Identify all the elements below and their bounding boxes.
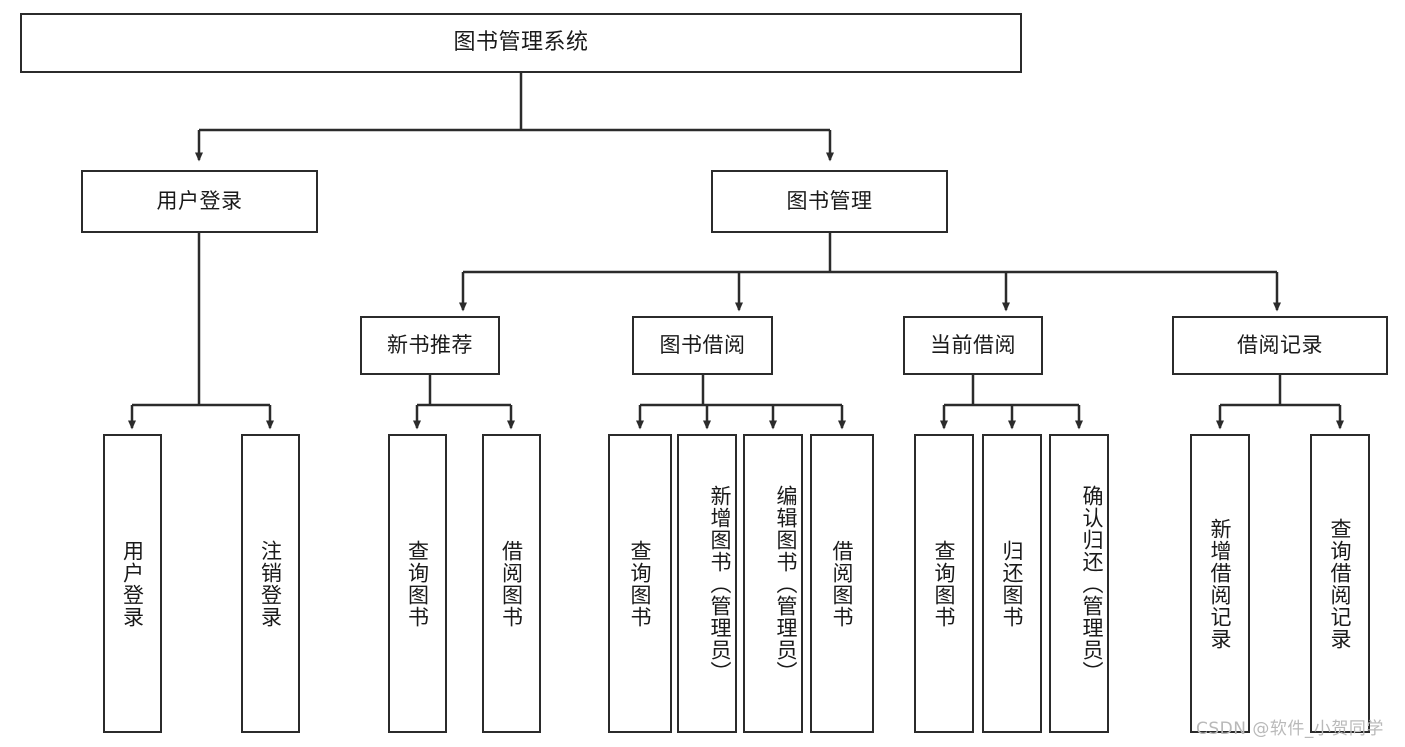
leaf-current-query-book[interactable]: 查询图书 <box>914 434 974 733</box>
leaf-record-add-borrow-record[interactable]: 新增借阅记录 <box>1190 434 1250 733</box>
leaf-label: 注销登录 <box>258 539 283 628</box>
leaf-new-book-query-book[interactable]: 查询图书 <box>388 434 447 733</box>
node-label: 用户登录 <box>156 188 243 213</box>
leaf-label: 查询图书 <box>628 539 652 628</box>
leaf-label: 用户登录 <box>120 539 145 628</box>
leaf-new-book-borrow-book[interactable]: 借阅图书 <box>482 434 541 733</box>
leaf-label: 借阅图书 <box>830 539 854 628</box>
leaf-borrow-borrow-book[interactable]: 借阅图书 <box>810 434 874 733</box>
leaf-current-confirm-return-admin[interactable]: 确认归还（管理员） <box>1049 434 1109 733</box>
node-borrow-record[interactable]: 借阅记录 <box>1172 316 1388 375</box>
node-label: 图书借阅 <box>659 332 746 357</box>
leaf-record-query-borrow-record[interactable]: 查询借阅记录 <box>1310 434 1370 733</box>
node-label: 新书推荐 <box>387 332 473 357</box>
watermark: CSDN @软件_小贺同学 <box>1196 719 1384 739</box>
leaf-label: 新增图书（管理员） <box>708 484 732 683</box>
leaf-current-return-book[interactable]: 归还图书 <box>982 434 1042 733</box>
leaf-label: 查询图书 <box>405 539 430 628</box>
node-book-management[interactable]: 图书管理 <box>711 170 948 233</box>
leaf-label: 新增借阅记录 <box>1208 517 1232 650</box>
node-label: 图书管理系统 <box>453 29 589 55</box>
node-label: 借阅记录 <box>1237 332 1323 357</box>
leaf-label: 归还图书 <box>1000 539 1024 628</box>
node-user-login[interactable]: 用户登录 <box>81 170 318 233</box>
node-label: 图书管理 <box>786 188 873 213</box>
node-new-book-recommendation[interactable]: 新书推荐 <box>360 316 500 375</box>
leaf-label: 借阅图书 <box>499 539 524 628</box>
node-book-borrow[interactable]: 图书借阅 <box>632 316 773 375</box>
node-root-book-management-system[interactable]: 图书管理系统 <box>20 13 1022 73</box>
leaf-label: 编辑图书（管理员） <box>774 484 798 683</box>
leaf-borrow-edit-book-admin[interactable]: 编辑图书（管理员） <box>743 434 803 733</box>
node-label: 当前借阅 <box>930 332 1016 357</box>
node-current-borrow[interactable]: 当前借阅 <box>903 316 1043 375</box>
leaf-borrow-add-book-admin[interactable]: 新增图书（管理员） <box>677 434 737 733</box>
leaf-user-login-logout[interactable]: 注销登录 <box>241 434 300 733</box>
leaf-label: 查询借阅记录 <box>1328 517 1352 650</box>
leaf-user-login-login[interactable]: 用户登录 <box>103 434 162 733</box>
leaf-borrow-query-book[interactable]: 查询图书 <box>608 434 672 733</box>
leaf-label: 确认归还（管理员） <box>1080 484 1104 683</box>
leaf-label: 查询图书 <box>932 539 956 628</box>
